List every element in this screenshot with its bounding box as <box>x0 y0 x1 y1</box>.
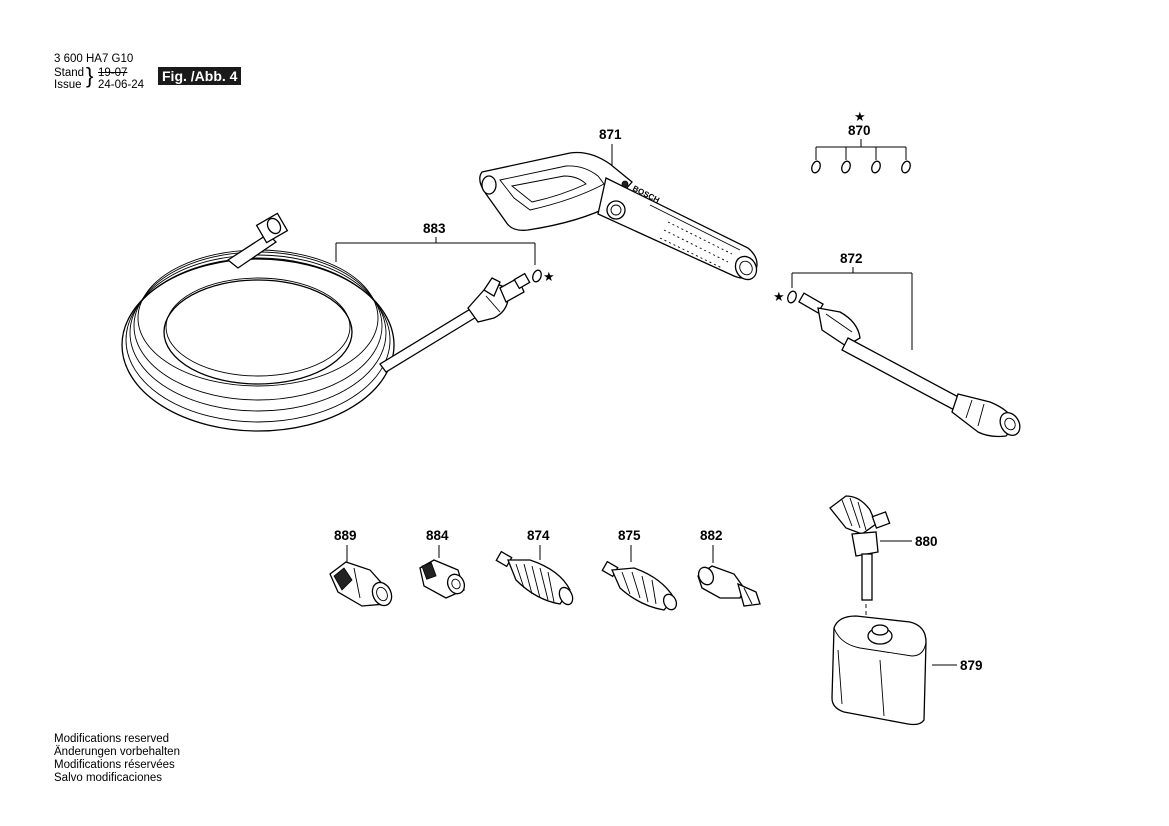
detergent-nozzle-880 <box>829 495 891 628</box>
leader-870 <box>815 139 907 160</box>
star-marker-883: ★ <box>543 270 555 285</box>
modification-notes: Modifications reserved Änderungen vorbeh… <box>54 733 180 785</box>
part-label-875[interactable]: 875 <box>618 528 641 543</box>
part-label-884[interactable]: 884 <box>426 528 449 543</box>
part-label-882[interactable]: 882 <box>700 528 723 543</box>
o-rings-870 <box>811 160 911 174</box>
brand-logo-dot <box>621 180 629 188</box>
note-en: Modifications reserved <box>54 733 170 745</box>
note-es: Salvo modificaciones <box>54 772 163 784</box>
document-code: 3 600 HA7 G10 <box>54 53 134 65</box>
part-label-871[interactable]: 871 <box>599 127 622 142</box>
stand-label: Stand <box>54 67 85 79</box>
leader-883 <box>335 237 536 265</box>
part-label-870[interactable]: 870 <box>848 123 871 138</box>
coupling-889 <box>329 561 393 607</box>
adapter-882 <box>697 565 761 607</box>
lance-872 <box>798 292 1021 438</box>
part-label-889[interactable]: 889 <box>334 528 357 543</box>
note-de: Änderungen vorbehalten <box>54 746 180 758</box>
stand-date: 19-07 <box>98 67 128 79</box>
note-fr: Modifications réservées <box>54 759 175 771</box>
o-ring-883 <box>532 269 542 283</box>
vario-nozzle-875 <box>601 560 678 611</box>
part-label-879[interactable]: 879 <box>960 658 983 673</box>
leader-872 <box>791 267 913 350</box>
star-marker-870: ★ <box>854 110 866 125</box>
part-label-883[interactable]: 883 <box>423 221 446 236</box>
detergent-tank-879 <box>831 615 927 726</box>
part-label-872[interactable]: 872 <box>840 251 863 266</box>
part-label-880[interactable]: 880 <box>915 534 938 549</box>
hose-883 <box>121 212 531 432</box>
nozzle-884 <box>419 559 466 599</box>
part-label-874[interactable]: 874 <box>527 528 550 543</box>
star-marker-872: ★ <box>773 290 785 305</box>
rotary-nozzle-874 <box>495 550 574 606</box>
issue-date: 24-06-24 <box>98 79 145 91</box>
issue-label: Issue <box>54 79 82 91</box>
o-ring-872 <box>787 290 797 304</box>
spray-gun-871: BOSCH <box>479 151 758 281</box>
figure-label: Fig. /Abb. 4 <box>158 67 242 85</box>
brace-symbol: } <box>86 63 94 88</box>
grip-pattern <box>659 221 733 269</box>
